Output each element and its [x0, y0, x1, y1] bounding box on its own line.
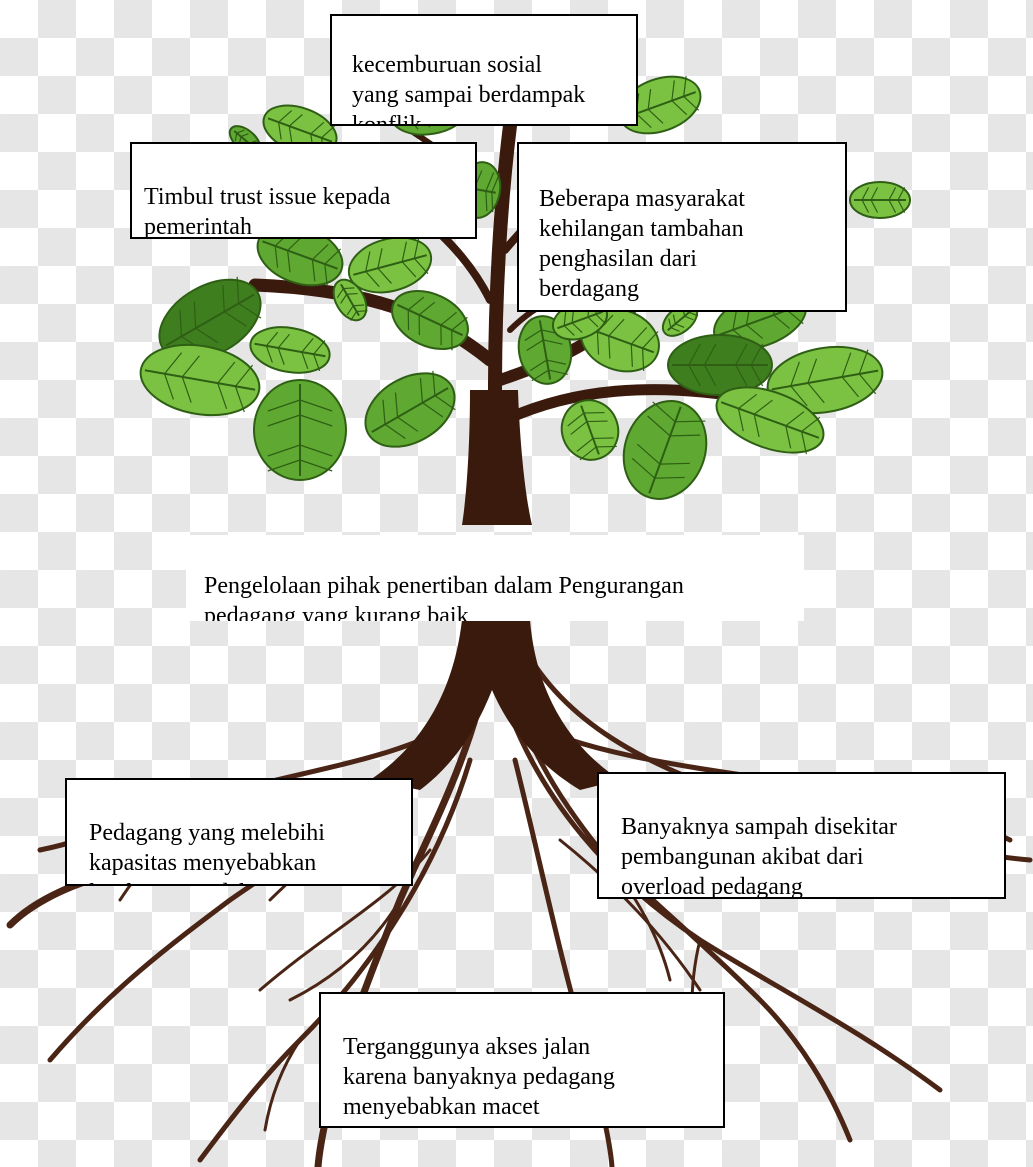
root-line — [288, 898, 402, 1002]
effect-box-income-loss: Beberapa masyarakat kehilangan tambahan … — [517, 142, 847, 312]
leaf — [158, 276, 262, 362]
root-line — [558, 838, 702, 992]
root-line — [263, 1038, 302, 1132]
trunk-lower — [370, 620, 620, 790]
trunk — [248, 103, 766, 790]
leaf — [253, 379, 347, 481]
cause-box-garbage: Banyaknya sampah disekitar pembangunan a… — [597, 772, 1006, 899]
leaf — [618, 75, 702, 135]
leaf — [364, 370, 456, 448]
root-line — [258, 848, 432, 992]
effect-box-trust-issue: Timbul trust issue kepada pemerintah — [130, 142, 477, 239]
leaf — [622, 400, 708, 500]
cause-text: Pedagang yang melebihi kapasitas menyeba… — [89, 820, 325, 884]
core-problem-text: Pengelolaan pihak penertiban dalam Pengu… — [204, 573, 684, 621]
leaf — [256, 223, 344, 287]
cause-box-over-capacity: Pedagang yang melebihi kapasitas menyeba… — [65, 778, 413, 886]
cause-text: Terganggunya akses jalan karena banyakny… — [343, 1034, 615, 1120]
leaf — [332, 278, 368, 322]
effect-text: Beberapa masyarakat kehilangan tambahan … — [539, 186, 745, 302]
core-problem-box: Pengelolaan pihak penertiban dalam Pengu… — [186, 535, 804, 621]
leaf — [667, 334, 773, 396]
effect-text: Timbul trust issue kepada pemerintah — [144, 184, 391, 239]
cause-text: Banyaknya sampah disekitar pembangunan a… — [621, 814, 897, 899]
cause-box-road-access: Terganggunya akses jalan karena banyakny… — [319, 992, 725, 1128]
leaf — [347, 236, 433, 294]
leaf — [249, 326, 331, 374]
branch — [488, 103, 519, 397]
leaf — [139, 343, 261, 417]
leaf — [715, 386, 825, 455]
effect-text: kecemburuan sosial yang sampai berdampak… — [352, 52, 586, 126]
leaf — [560, 399, 620, 461]
leaf — [849, 181, 911, 219]
effect-box-social-jealousy: kecemburuan sosial yang sampai berdampak… — [330, 14, 638, 126]
trunk-upper — [462, 390, 532, 525]
leaf — [661, 302, 699, 337]
leaf — [391, 289, 469, 351]
